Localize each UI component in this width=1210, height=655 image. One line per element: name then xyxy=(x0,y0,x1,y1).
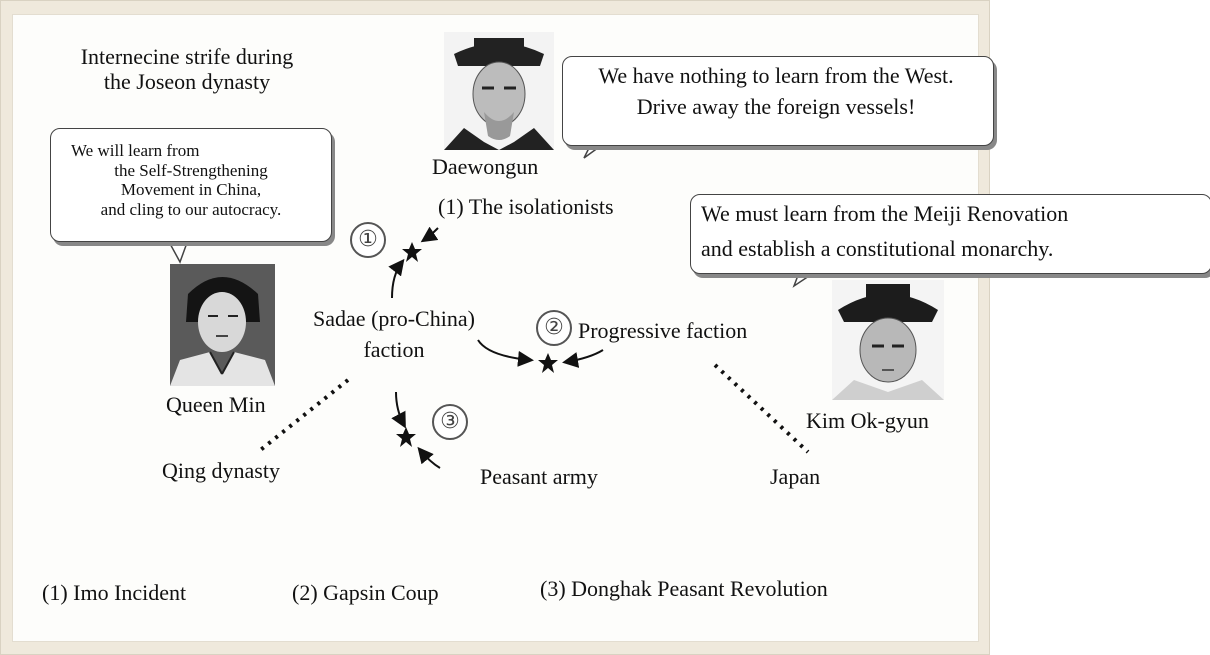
node-qing-dynasty: Qing dynasty xyxy=(162,458,280,483)
speech-bubble-queen: We will learn from the Self-Strengthenin… xyxy=(50,128,332,242)
label-kim-okgyun: Kim Ok-gyun xyxy=(806,408,929,433)
legend-gapsin-coup: (2) Gapsin Coup xyxy=(292,580,439,605)
arrow-sadae-to-clash1 xyxy=(388,258,405,299)
node-sadae-faction: Sadae (pro-China) faction xyxy=(288,306,500,363)
label-queen-min: Queen Min xyxy=(166,392,266,417)
arrow-isolationists-to-clash1 xyxy=(420,226,439,243)
speech-bubble-kim: We must learn from the Meiji Renovation … xyxy=(690,194,1210,274)
arrow-sadae-to-clash2 xyxy=(477,339,534,367)
title-line-2: the Joseon dynasty xyxy=(103,69,271,95)
dotted-link-japan xyxy=(713,363,810,454)
clash-marker-1: ① xyxy=(350,222,386,258)
bubble-tail-queen xyxy=(167,239,189,264)
node-sadae-line-1: Sadae (pro-China) xyxy=(313,306,475,331)
node-progressive-faction: Progressive faction xyxy=(578,318,748,343)
legend-imo-incident: (1) Imo Incident xyxy=(42,580,187,605)
label-daewongun: Daewongun xyxy=(432,154,539,179)
kim-okgyun-portrait xyxy=(832,280,944,400)
bubble-tail-daewongun xyxy=(583,141,607,159)
queen-min-portrait xyxy=(170,264,275,386)
clash-star-icon xyxy=(538,353,558,373)
clash-marker-3: ③ xyxy=(432,404,468,440)
diagram-title: Internecine strife during the Joseon dyn… xyxy=(42,44,332,95)
bubble-kim-line-1: We must learn from the Meiji Renovation xyxy=(701,201,1069,226)
node-peasant-army: Peasant army xyxy=(480,464,598,489)
clash-star-icon xyxy=(402,242,422,262)
bubble-daewongun-line-1: We have nothing to learn from the West. xyxy=(598,63,954,88)
arrow-progressive-to-clash2 xyxy=(562,349,604,368)
speech-bubble-daewongun: We have nothing to learn from the West. … xyxy=(562,56,994,146)
node-sadae-line-2: faction xyxy=(363,337,425,363)
daewongun-portrait xyxy=(444,32,554,150)
clash-star-icon xyxy=(396,427,416,447)
bubble-daewongun-line-2: Drive away the foreign vessels! xyxy=(636,94,916,120)
title-line-1: Internecine strife during xyxy=(80,44,294,69)
clash-marker-2: ② xyxy=(536,310,572,346)
portrait-icon xyxy=(170,264,275,386)
dotted-link-qing xyxy=(256,378,350,454)
bubble-kim-line-2: and establish a constitutional monarchy. xyxy=(701,236,1054,262)
legend-donghak-revolution: (3) Donghak Peasant Revolution xyxy=(540,576,828,601)
bubble-tail-kim xyxy=(792,269,819,288)
bubble-queen-line-3: Movement in China, xyxy=(120,180,262,200)
portrait-icon xyxy=(444,32,554,150)
node-japan: Japan xyxy=(770,464,821,489)
arrow-peasant-to-clash3 xyxy=(417,446,441,469)
bubble-queen-line-2: the Self-Strengthening xyxy=(114,160,268,180)
bubble-queen-line-4: and cling to our autocracy. xyxy=(100,199,282,219)
node-isolationists: (1) The isolationists xyxy=(438,194,614,219)
arrow-sadae-to-clash3 xyxy=(391,391,406,429)
bubble-queen-line-1: We will learn from xyxy=(71,141,200,160)
portrait-icon xyxy=(832,280,944,400)
